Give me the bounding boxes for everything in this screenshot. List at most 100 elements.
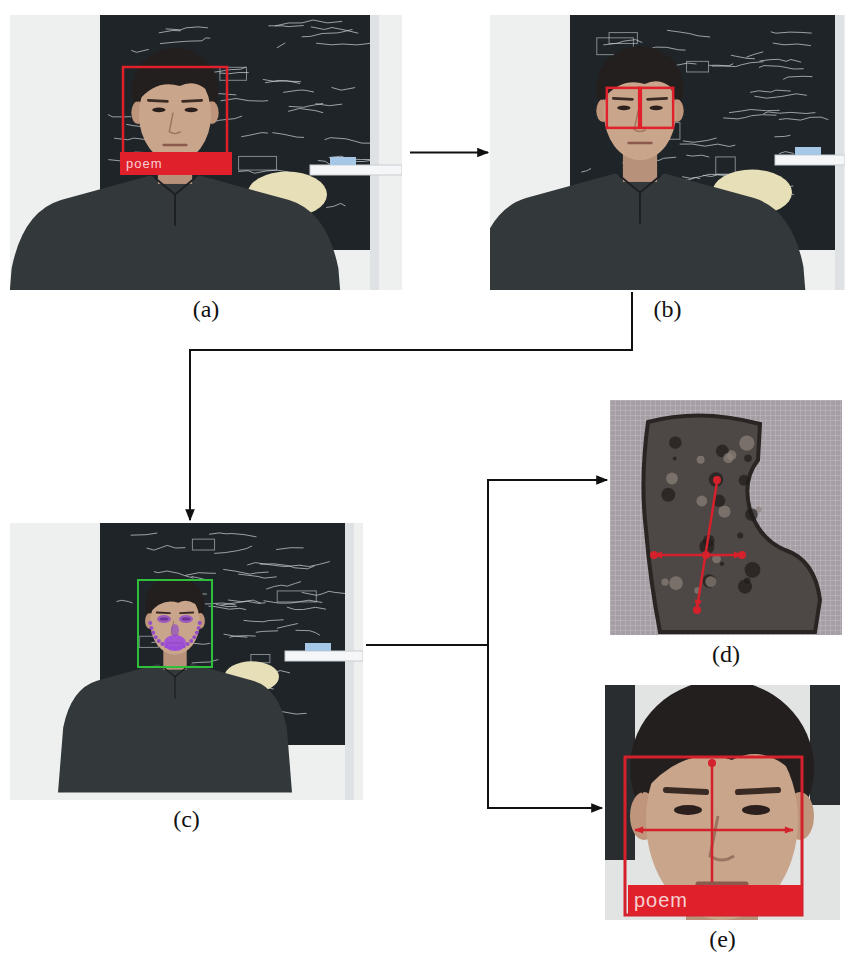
chalk-mark [683, 138, 717, 142]
eyebrow [148, 99, 167, 103]
collar [619, 175, 661, 192]
chalk-mark [219, 73, 248, 74]
photo-panel: (c) [10, 523, 363, 800]
face-axis [635, 829, 793, 832]
eye [674, 805, 702, 815]
depth-speck [705, 576, 716, 587]
chalk-mark [247, 563, 300, 567]
chalk-mark [783, 76, 812, 79]
label-text: poem [120, 157, 163, 170]
face-box [138, 580, 212, 667]
shirt [490, 173, 811, 290]
landmark-nose [171, 624, 179, 636]
eyebrow [648, 97, 667, 101]
person-figure [10, 48, 346, 290]
shelf [310, 165, 402, 175]
eyebrow [738, 790, 778, 792]
skeleton-joint [702, 551, 710, 559]
eye-box [639, 88, 673, 128]
chalk-mark [771, 32, 812, 33]
chalk-mark [296, 630, 320, 635]
chalk-mark [779, 117, 829, 120]
label-bar: poem [628, 885, 802, 915]
chalk-mark [712, 62, 764, 67]
panel-caption: (c) [173, 806, 200, 832]
chalk-mark [185, 573, 216, 576]
eye [742, 805, 770, 815]
face-axis [711, 763, 714, 882]
depth-ground [610, 400, 842, 635]
chalk-box [220, 67, 247, 80]
landmark-eye [179, 615, 193, 623]
landmark [197, 626, 201, 630]
eye [617, 105, 630, 110]
chalk-mark [166, 27, 208, 30]
nose [710, 816, 734, 860]
photo [10, 15, 402, 290]
shelf-item [330, 157, 356, 165]
chalk-mark [287, 607, 326, 609]
chalk-mark [244, 620, 284, 622]
chalk-mark [241, 133, 268, 137]
placket [639, 192, 641, 223]
wall [605, 685, 840, 920]
depth-speck [745, 508, 758, 521]
caption-holder: (b) [490, 296, 845, 322]
depth-speck [673, 457, 677, 461]
photo-panel: (b) [490, 15, 845, 290]
collar [154, 177, 196, 194]
mouth [629, 142, 652, 144]
chalk-mark [108, 115, 131, 117]
photo-panel: (a)poem [10, 15, 402, 290]
chalk-mark [325, 138, 372, 144]
placket [174, 677, 175, 698]
landmark [149, 626, 153, 630]
chalk-mark [316, 42, 377, 45]
depth-speck [666, 473, 678, 485]
chalk-mark [302, 591, 350, 595]
chalk-mark [302, 29, 353, 36]
chalk-mark [209, 533, 256, 537]
chalk-mark [266, 582, 301, 590]
chalk-mark [686, 155, 709, 157]
flow-arrow [366, 480, 607, 645]
depth-speck [669, 436, 681, 448]
chalk-mark [326, 203, 345, 207]
chalk-mark [779, 152, 794, 154]
chalk-box [277, 591, 316, 602]
skeleton-axis [697, 482, 717, 608]
panel-caption: (b) [654, 296, 682, 322]
chalk-mark [277, 624, 298, 629]
skeleton-joint [738, 551, 746, 559]
blackboard [810, 685, 840, 805]
depth-speck [720, 562, 724, 566]
depth-speck [738, 580, 752, 594]
chalk-mark [775, 135, 791, 137]
depth-speck [745, 562, 761, 578]
photo-panel: (d) [610, 400, 842, 635]
label-bar: poem [120, 152, 232, 175]
caption-holder: (d) [610, 641, 842, 667]
chalk-mark [216, 604, 237, 606]
depth-speck [723, 453, 733, 463]
eyebrow [180, 611, 193, 614]
depth-speck [739, 475, 750, 486]
shelf-item [305, 643, 331, 651]
chalk-mark [300, 562, 330, 567]
chalk-mark [275, 20, 342, 26]
depth-speck [661, 578, 668, 585]
chalk-mark [272, 133, 304, 138]
depth-speck [661, 488, 675, 502]
chalk-mark [289, 103, 323, 107]
chalk-box [609, 33, 637, 44]
depth-speck [696, 496, 707, 507]
chalk-mark [263, 79, 300, 83]
axis-dot [708, 759, 716, 767]
skeleton-axis [654, 554, 742, 557]
mouth [164, 144, 187, 146]
landmark [157, 639, 161, 643]
photo [605, 685, 840, 920]
chalk-box [687, 61, 709, 72]
skeleton-joint [693, 606, 701, 614]
chalk-mark [224, 634, 248, 637]
